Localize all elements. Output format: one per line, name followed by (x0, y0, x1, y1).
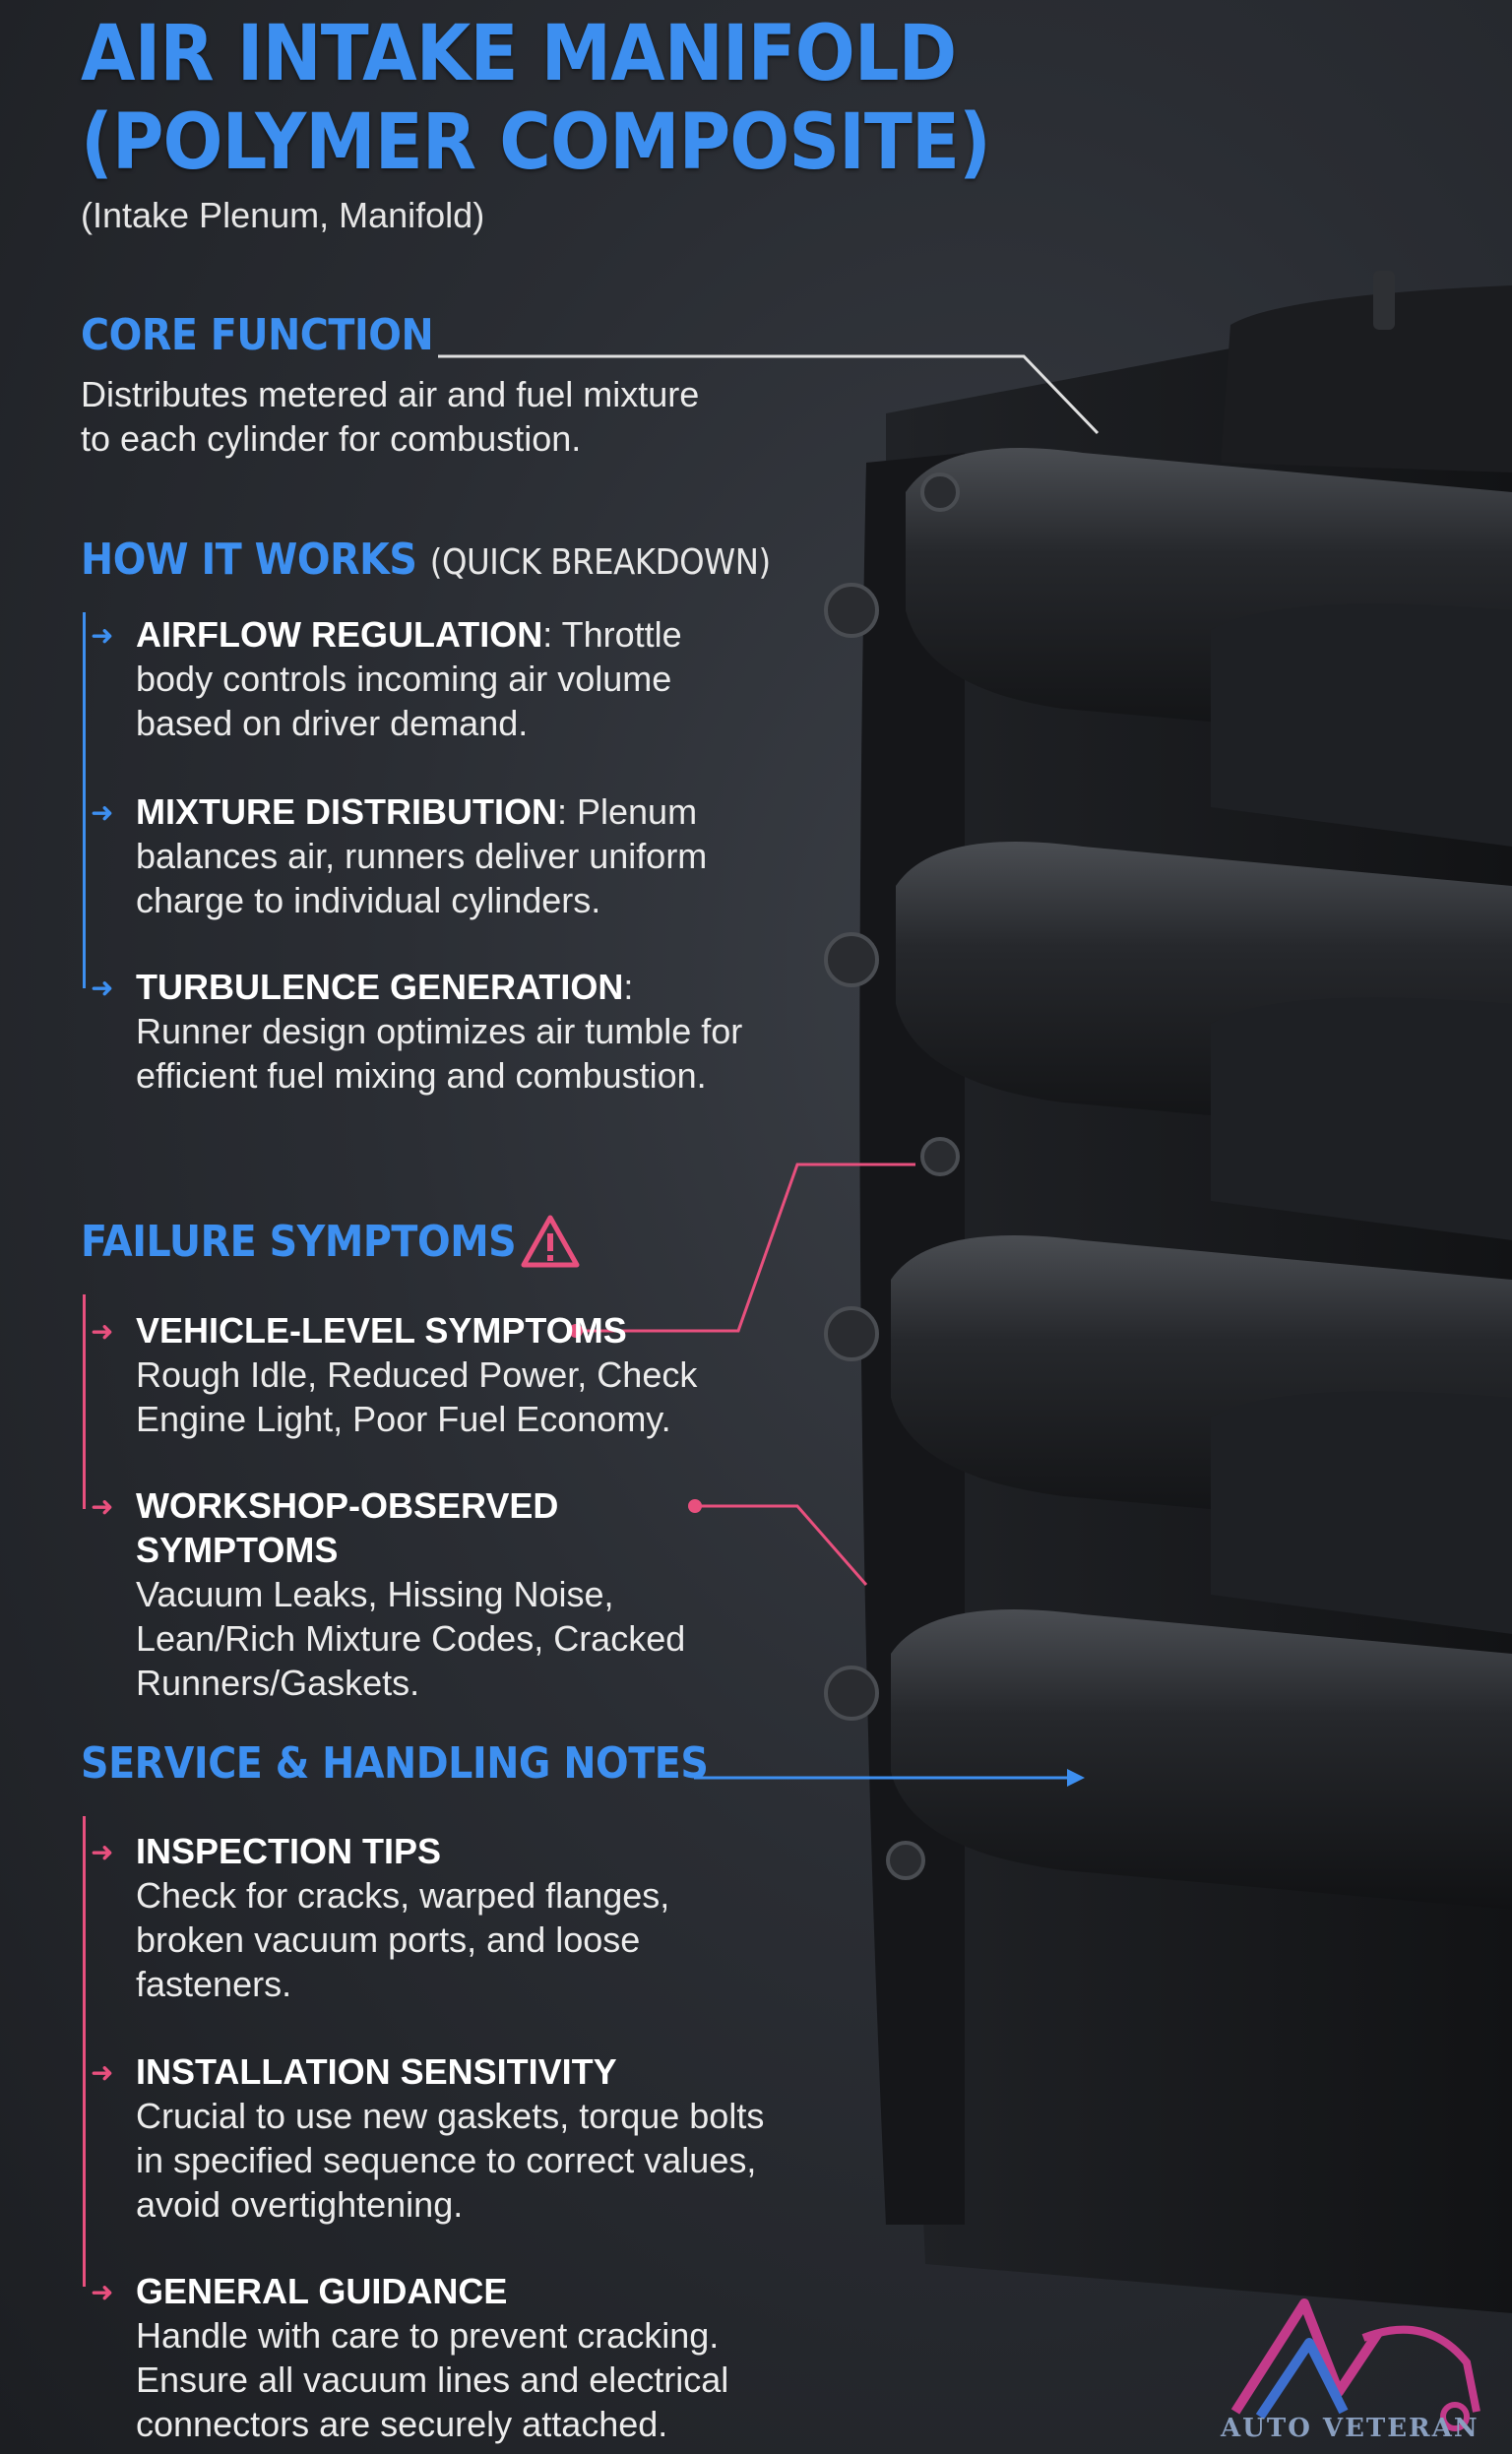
item-title: VEHICLE-LEVEL SYMPTOMS (136, 1310, 627, 1351)
vacuum-port (1373, 271, 1395, 330)
arrow-right-icon: ➜ (91, 2277, 114, 2307)
item-text: Vacuum Leaks, Hissing Noise, Lean/Rich M… (136, 1574, 686, 1703)
core-function-heading: CORE FUNCTION (81, 310, 434, 360)
bolt-bosses (824, 472, 960, 1880)
item-text: Check for cracks, warped flanges, broken… (136, 1875, 670, 2004)
failure-symptoms-rail (83, 1294, 86, 1509)
runner-rear-3 (1211, 1391, 1512, 1634)
service-notes-callout-arrow (1067, 1769, 1085, 1787)
failure-symptoms-heading: FAILURE SYMPTOMS (81, 1217, 517, 1267)
workshop-observed-symptoms-item: WORKSHOP-OBSERVED SYMPTOMS Vacuum Leaks,… (136, 1483, 746, 1705)
mixture-distribution-item: MIXTURE DISTRIBUTION: Plenum balances ai… (136, 789, 746, 922)
vehicle-level-symptoms-item: VEHICLE-LEVEL SYMPTOMS Rough Idle, Reduc… (136, 1308, 746, 1441)
item-title: MIXTURE DISTRIBUTION (136, 791, 557, 832)
how-it-works-title: HOW IT WORKS (81, 535, 417, 585)
item-text: Rough Idle, Reduced Power, Check Engine … (136, 1354, 698, 1439)
item-title: WORKSHOP-OBSERVED SYMPTOMS (136, 1485, 559, 1570)
item-title: INSPECTION TIPS (136, 1831, 442, 1871)
page-subtitle: (Intake Plenum, Manifold) (81, 195, 485, 235)
runner-4 (891, 1609, 1512, 1910)
installation-sensitivity-item: INSTALLATION SENSITIVITY Crucial to use … (136, 2049, 766, 2227)
inspection-tips-item: INSPECTION TIPS Check for cracks, warped… (136, 1829, 746, 2006)
how-it-works-rail (83, 612, 86, 988)
title-line-2: (POLYMER COMPOSITE) (81, 98, 991, 187)
runner-rear-2 (1211, 997, 1512, 1240)
item-text: : Plenum balances air, runners deliver u… (136, 791, 708, 920)
failure-symptoms-title: FAILURE SYMPTOMS (81, 1217, 517, 1267)
auto-veteran-logo-text: AUTO VETERAN (1221, 2414, 1480, 2443)
item-text: Handle with care to prevent cracking. En… (136, 2315, 729, 2444)
workshop-symptoms-callout-line (699, 1504, 868, 1586)
arrow-right-icon: ➜ (91, 620, 114, 651)
page-title: AIR INTAKE MANIFOLD (POLYMER COMPOSITE) (81, 10, 991, 187)
item-text: : Throttle body controls incoming air vo… (136, 614, 682, 743)
item-text: Crucial to use new gaskets, torque bolts… (136, 2096, 765, 2225)
item-title: INSTALLATION SENSITIVITY (136, 2051, 617, 2092)
arrow-right-icon: ➜ (91, 1316, 114, 1347)
runner-rear-1 (1211, 603, 1512, 847)
auto-veteran-logo-mark (1230, 2298, 1480, 2431)
title-line-1: AIR INTAKE MANIFOLD (81, 10, 957, 98)
item-title: TURBULENCE GENERATION (136, 967, 624, 1007)
manifold-plenum (1221, 285, 1512, 472)
service-notes-heading: SERVICE & HANDLING NOTES (81, 1738, 709, 1789)
arrow-right-icon: ➜ (91, 1837, 114, 1867)
general-guidance-item: GENERAL GUIDANCE Handle with care to pre… (136, 2269, 766, 2446)
airflow-regulation-item: AIRFLOW REGULATION: Throttle body contro… (136, 612, 746, 745)
how-it-works-heading: HOW IT WORKS (QUICK BREAKDOWN) (81, 535, 771, 585)
core-function-line-1: Distributes metered air and fuel mixture (81, 374, 700, 414)
vehicle-symptoms-dot (569, 1324, 583, 1338)
arrow-right-icon: ➜ (91, 973, 114, 1003)
warning-icon (521, 1215, 580, 1268)
item-title: AIRFLOW REGULATION (136, 614, 543, 655)
workshop-symptoms-dot (688, 1499, 702, 1513)
item-text: : Runner design optimizes air tumble for… (136, 967, 743, 1096)
service-notes-rail (83, 1816, 86, 2287)
turbulence-generation-item: TURBULENCE GENERATION: Runner design opt… (136, 965, 746, 1098)
item-title: GENERAL GUIDANCE (136, 2271, 508, 2311)
arrow-right-icon: ➜ (91, 1491, 114, 1522)
arrow-right-icon: ➜ (91, 797, 114, 828)
core-function-line-2: to each cylinder for combustion. (81, 418, 582, 459)
core-function-text: Distributes metered air and fuel mixture… (81, 372, 699, 461)
vehicle-symptoms-callout-line (581, 1163, 915, 1333)
arrow-right-icon: ➜ (91, 2057, 114, 2088)
core-function-callout-line (438, 354, 1100, 435)
how-it-works-tail: (QUICK BREAKDOWN) (429, 542, 771, 583)
